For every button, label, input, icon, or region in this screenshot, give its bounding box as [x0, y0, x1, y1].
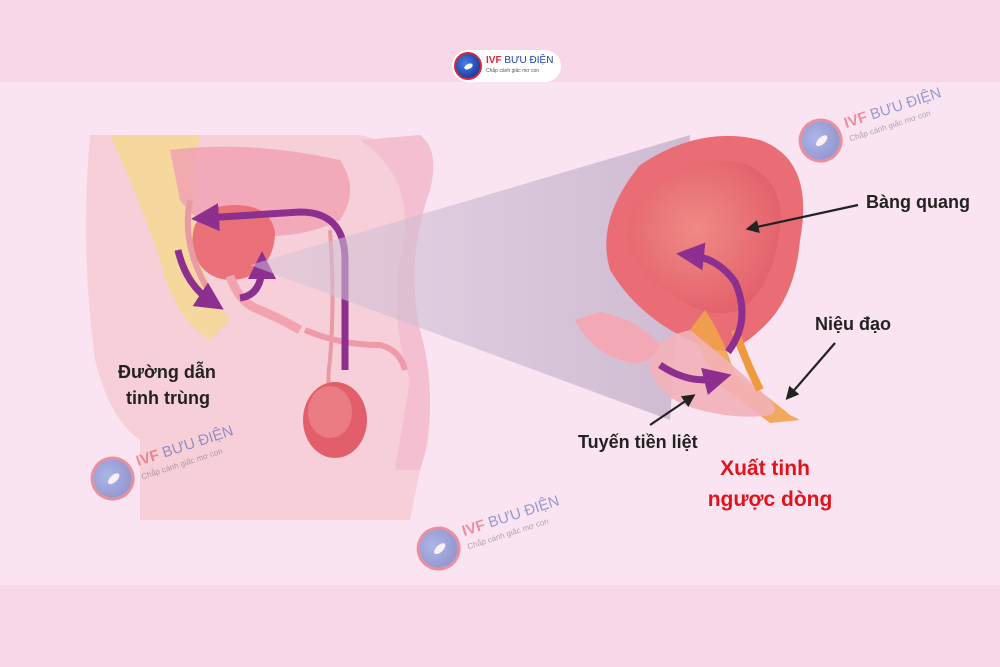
seminal-duct-label-line1: Đường dẫn — [118, 362, 216, 382]
urethra-pointer — [785, 342, 836, 400]
brand-logo: IVF BƯU ĐIỆN Chắp cánh giấc mơ con — [452, 50, 562, 82]
bladder-label: Bàng quang — [866, 192, 970, 212]
right-flow-arrows — [658, 242, 746, 395]
prostate-label: Tuyến tiền liệt — [578, 432, 698, 452]
logo-name: IVF BƯU ĐIỆN — [486, 55, 554, 66]
title-line1: Xuất tinh — [720, 457, 810, 480]
pointer-lines — [649, 203, 859, 426]
seminal-duct-label-line2: tinh trùng — [126, 388, 210, 408]
title-line2: ngược dòng — [707, 488, 833, 511]
zoom-cone — [250, 135, 690, 420]
prostate-pointer — [649, 394, 696, 426]
logo-slogan: Chắp cánh giấc mơ con — [486, 68, 540, 74]
logo-icon — [454, 52, 482, 80]
bladder-pointer — [745, 203, 859, 234]
bottom-band — [0, 585, 1000, 667]
urethra-label: Niệu đạo — [815, 314, 892, 334]
